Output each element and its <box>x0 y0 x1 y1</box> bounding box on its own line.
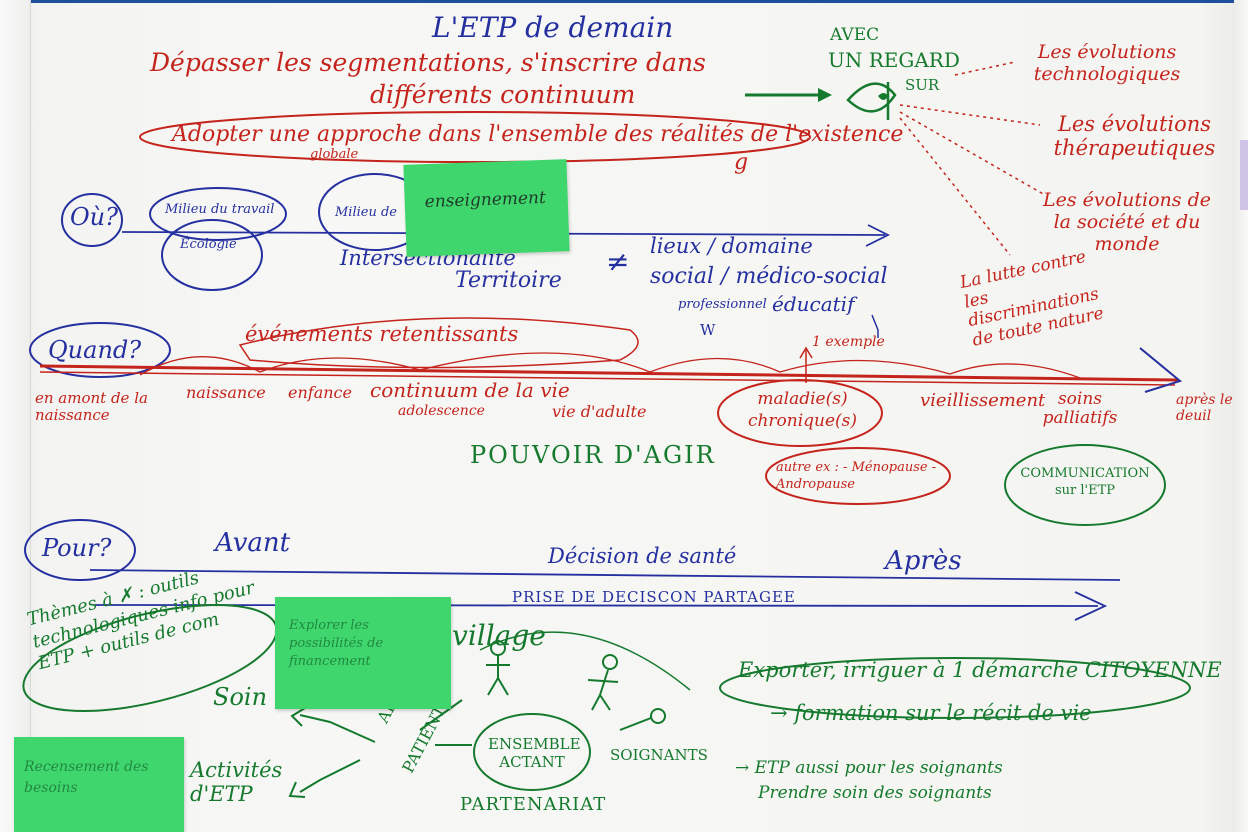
decision-partagee: PRISE DE DECISCON PARTAGEE <box>512 588 796 606</box>
communication-text: COMMUNICATION sur l'ETP <box>1020 466 1150 498</box>
avec-text: AVEC <box>830 25 880 45</box>
timeline-vieillissement: vieillissement <box>920 390 1046 411</box>
eye-rays <box>899 61 1046 256</box>
regard-item-thera: Les évolutions thérapeutiques <box>1053 112 1216 161</box>
other-example: autre ex : - Ménopause - Andropause <box>776 460 937 492</box>
intro-line-2: différents continuum <box>370 80 636 109</box>
regard-arrowhead <box>818 88 832 102</box>
soin-text: Soin <box>213 683 268 711</box>
ou-territoire: Territoire <box>455 268 562 293</box>
ensemble-actant: ENSEMBLE ACTANT <box>488 735 581 771</box>
ou-edu: éducatif <box>772 292 855 316</box>
approach-insert: globale <box>310 147 359 162</box>
ou-label: Où? <box>70 203 118 231</box>
approach-mark: g <box>734 150 749 175</box>
activites-etp: Activités d'ETP <box>190 758 283 807</box>
timeline-apres: après le deuil <box>1176 392 1233 425</box>
top-border <box>0 0 1248 3</box>
quand-label: Quand? <box>48 336 142 364</box>
etp-soignants: → ETP aussi pour les soignants <box>735 758 1003 778</box>
timeline-enfance: enfance <box>288 383 352 402</box>
approach-text: Adopter une approche dans l'ensemble des… <box>172 122 904 147</box>
sticky-financement-text: Explorer les possibilités de financement <box>289 618 384 670</box>
timeline-continuum: continuum de la vie <box>370 378 570 402</box>
bubble-travail: Milieu du travail <box>165 202 275 217</box>
pour-decision: Décision de santé <box>548 544 737 568</box>
purple-tab <box>1240 140 1248 210</box>
exporter-text: Exporter, irriguer à 1 démarche CITOYENN… <box>738 658 1222 682</box>
bubble-milieu: Milieu de <box>335 205 397 220</box>
pour-apres: Après <box>885 546 962 576</box>
sticky-recensement: Recensement des besoins <box>14 737 184 832</box>
un-regard-text: UN REGARD <box>828 48 960 72</box>
stick-figures <box>486 640 666 731</box>
soignants-text: SOIGNANTS <box>610 746 708 764</box>
regard-item-societe: Les évolutions de la société et du monde <box>1043 189 1211 255</box>
ou-pro: professionnel <box>678 297 767 312</box>
bubble-ecologie: Écologie <box>180 237 237 252</box>
timeline-vie-adulte: vie d'adulte <box>552 402 647 421</box>
quand-timeline <box>39 364 1179 382</box>
prendre-soin: Prendre soin des soignants <box>758 783 992 803</box>
pouvoir-agir: POUVOIR D'AGIR <box>470 441 716 469</box>
formation-text: → formation sur le récit de vie <box>770 701 1092 725</box>
ou-lieu: lieux / domaine <box>650 234 813 258</box>
timeline-soins: soins palliatifs <box>1042 389 1118 428</box>
events-label: événements retentissants <box>245 322 519 346</box>
ou-circle <box>61 193 123 247</box>
pour-label: Pour? <box>42 534 112 562</box>
pour-circle <box>24 519 136 581</box>
page-title: L'ETP de demain <box>432 11 674 44</box>
sticky-financement: Explorer les possibilités de financement <box>275 597 451 709</box>
ou-neq: ≠ <box>606 245 630 278</box>
sticky-recensement-text: Recensement des besoins <box>24 759 149 796</box>
sticky-enseignement: enseignement <box>403 159 570 257</box>
timeline-naissance: naissance <box>186 383 266 402</box>
quand-circle <box>29 322 171 378</box>
intro-line-1: Dépasser les segmentations, s'inscrire d… <box>150 48 706 77</box>
exemple-label: 1 exemple <box>812 334 885 350</box>
ou-w: W <box>700 321 716 339</box>
timeline-amont: en amont de la naissance <box>35 389 148 425</box>
village-text: village <box>452 619 546 652</box>
timeline-adolescence: adolescence <box>398 403 485 419</box>
sur-text: SUR <box>905 76 940 94</box>
eye-shape <box>846 82 897 113</box>
timeline-maladie: maladie(s) chronique(s) <box>747 389 858 432</box>
ou-social: social / médico-social <box>650 264 888 289</box>
partenariat-text: PARTENARIAT <box>460 794 607 815</box>
pour-avant: Avant <box>215 528 291 558</box>
sticky-enseignement-text: enseignement <box>424 187 547 213</box>
regard-item-tech: Les évolutions technologiques <box>1033 41 1181 85</box>
